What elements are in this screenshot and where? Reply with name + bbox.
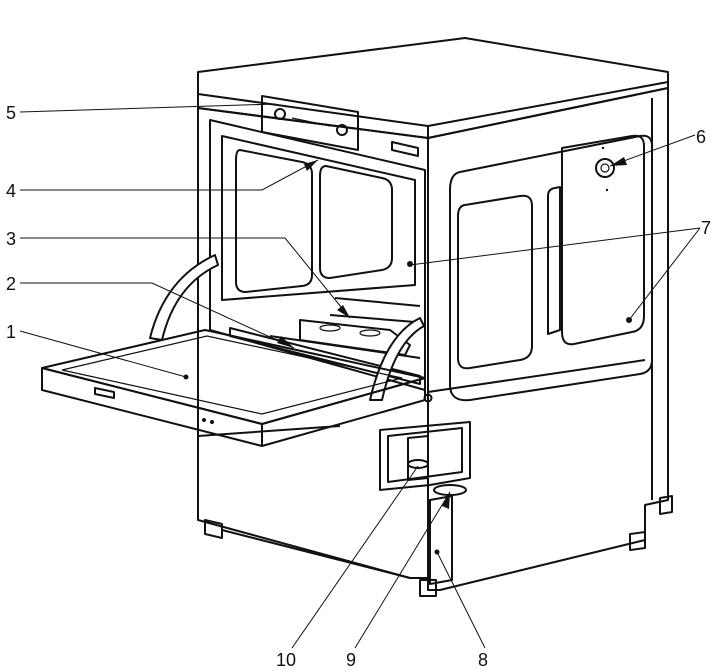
control-knob-left-icon	[274, 108, 286, 120]
callout-10: 10	[276, 650, 296, 670]
arrowhead-6	[610, 157, 627, 166]
callout-2: 2	[6, 274, 16, 294]
drain-pipe	[407, 435, 429, 481]
service-compartment	[379, 421, 471, 585]
control-panel-plate	[261, 95, 359, 151]
side-window-frame	[449, 134, 653, 402]
right-back-foot-icon	[659, 495, 673, 515]
compartment-frame	[379, 421, 471, 491]
machine-body	[197, 37, 673, 597]
callout-9: 9	[346, 650, 356, 670]
rack-rail	[229, 327, 421, 385]
chamber-back-wall	[221, 135, 416, 301]
callout-6: 6	[696, 127, 706, 147]
callout-7: 7	[701, 218, 711, 238]
callout-4: 4	[6, 181, 16, 201]
callout-8: 8	[478, 650, 488, 670]
hinge-arm-left	[149, 254, 219, 341]
arrowhead-2	[277, 336, 294, 348]
right-foot-icon	[629, 531, 646, 551]
leader-2	[20, 282, 295, 349]
chamber-window-right	[319, 165, 393, 279]
leader-3	[20, 237, 351, 319]
side-window-pane-left	[457, 194, 533, 370]
callout-5: 5	[6, 103, 16, 123]
leader-10	[291, 465, 419, 649]
leader-8	[436, 551, 486, 649]
callout-1: 1	[6, 322, 16, 342]
service-plate	[561, 134, 645, 346]
hinge-arm-right	[369, 317, 425, 401]
side-window-pane-right	[547, 186, 561, 335]
callout-leaders	[19, 103, 701, 649]
callout-3: 3	[6, 229, 16, 249]
open-door	[41, 329, 433, 447]
left-foot-icon	[204, 519, 223, 539]
chamber-screw-icon	[407, 261, 413, 267]
door-hinges	[149, 254, 425, 401]
door-inner-surface	[61, 335, 403, 415]
right-side-panel	[427, 87, 669, 591]
leader-5	[19, 103, 277, 113]
callout-labels: 1 2 3 4 5 6 7 8 9 10	[6, 103, 711, 670]
arrowhead-3	[337, 305, 350, 318]
leader-7b	[628, 227, 701, 321]
knob-6-icon	[595, 158, 615, 178]
leader-1	[19, 330, 187, 378]
arrowhead-4	[304, 160, 318, 171]
chamber-window-left	[235, 149, 313, 293]
door-panel	[41, 329, 426, 425]
callout-arrowheads	[277, 157, 627, 509]
leader-9	[354, 491, 451, 649]
control-knob-right-icon	[336, 124, 348, 136]
leader-7a	[409, 227, 701, 266]
access-panel	[429, 495, 453, 585]
left-side-panel	[197, 107, 429, 579]
leader-4	[20, 159, 319, 191]
control-panel	[261, 95, 419, 157]
front-badge	[391, 141, 419, 157]
door-handle	[94, 387, 115, 399]
top-lid	[197, 37, 669, 139]
wash-arm	[299, 319, 411, 356]
drain-inlet-icon	[433, 484, 467, 496]
arrowhead-9	[442, 492, 450, 509]
